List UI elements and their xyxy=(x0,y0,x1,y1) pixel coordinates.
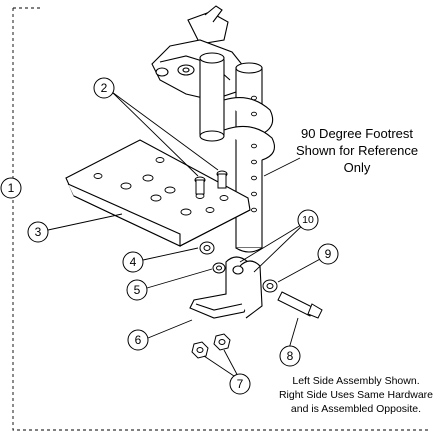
footrest-reference-assembly xyxy=(151,5,275,253)
callout-7: 7 xyxy=(229,373,251,395)
reference-note-line-3: Only xyxy=(344,160,371,175)
reference-note-line-1: 90 Degree Footrest xyxy=(301,126,413,141)
callout-7-label: 7 xyxy=(237,377,244,391)
callout-1: 1 xyxy=(0,177,22,199)
assembly-note: Left Side Assembly Shown. Right Side Use… xyxy=(279,375,433,415)
hex-nut-parts xyxy=(191,333,231,359)
callout-6-label: 6 xyxy=(135,333,142,347)
callout-6: 6 xyxy=(127,329,149,351)
callout-3: 3 xyxy=(27,221,49,243)
callout-9-label: 9 xyxy=(325,247,332,261)
washer-part xyxy=(212,262,226,274)
spacer-washer xyxy=(262,279,278,293)
bolt-part xyxy=(277,291,323,319)
callout-1-label: 1 xyxy=(8,181,15,195)
callout-10: 10 xyxy=(297,209,319,231)
nut-part xyxy=(199,241,215,255)
callout-8: 8 xyxy=(279,345,301,367)
screw-parts xyxy=(194,170,228,195)
callout-5: 5 xyxy=(126,279,148,301)
callout-9: 9 xyxy=(317,243,339,265)
assembly-boundary xyxy=(12,7,430,431)
callout-3-label: 3 xyxy=(35,225,42,239)
callout-2-label: 2 xyxy=(101,81,108,95)
callout-8-label: 8 xyxy=(287,349,294,363)
callout-2: 2 xyxy=(93,77,115,99)
assembly-note-line-2: Right Side Uses Same Hardware xyxy=(279,389,433,401)
callout-5-label: 5 xyxy=(134,283,141,297)
assembly-note-line-1: Left Side Assembly Shown. xyxy=(292,375,419,387)
reference-note-line-2: Shown for Reference xyxy=(296,143,418,158)
footplate xyxy=(65,139,251,247)
assembly-note-line-3: and is Assembled Opposite. xyxy=(291,403,421,415)
callout-4: 4 xyxy=(122,251,144,273)
mounting-bracket xyxy=(189,256,263,319)
callout-10-label: 10 xyxy=(302,214,314,226)
reference-note: 90 Degree Footrest Shown for Reference O… xyxy=(296,126,418,175)
tube-adjustment-holes xyxy=(251,95,257,213)
callout-4-label: 4 xyxy=(130,255,137,269)
